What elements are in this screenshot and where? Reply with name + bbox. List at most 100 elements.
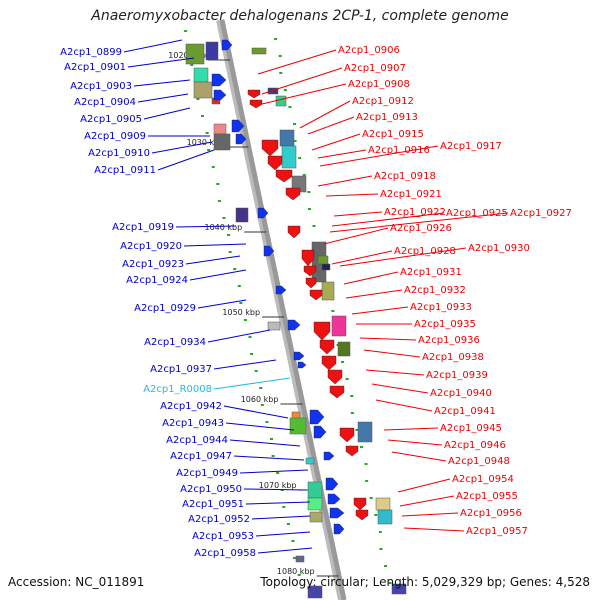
label-leader-line	[359, 337, 417, 341]
label-leader-line	[245, 501, 311, 505]
gene-block	[281, 145, 297, 169]
gene-label: A2cp1_0939	[426, 370, 488, 381]
gene-label: A2cp1_0906	[338, 45, 400, 56]
reverse-gene-arrow	[247, 89, 261, 99]
gene-label: A2cp1_0912	[352, 96, 414, 107]
tick-mark	[286, 523, 290, 525]
reverse-gene-arrow	[287, 225, 301, 239]
tick-mark	[260, 404, 264, 406]
kbp-label: 1040 kbp	[205, 223, 243, 232]
gene-label: A2cp1_0913	[356, 112, 418, 123]
reverse-gene-arrow	[313, 321, 331, 341]
tick-mark	[211, 166, 215, 168]
forward-gene-arrow	[293, 351, 305, 361]
label-leader-line	[333, 211, 383, 217]
gene-label: A2cp1_0937	[150, 364, 212, 375]
gene-label: A2cp1_0919	[112, 222, 174, 233]
kbp-label: 1070 kbp	[259, 481, 297, 490]
gene-label: A2cp1_0950	[180, 484, 242, 495]
kbp-label: 1080 kbp	[277, 567, 315, 576]
gene-block	[193, 67, 209, 83]
forward-gene-arrow	[313, 425, 327, 439]
rna-label: A2cp1_R0008	[143, 384, 212, 395]
label-leader-line	[183, 243, 247, 247]
label-leader-line	[197, 299, 247, 309]
kbp-label: 1050 kbp	[222, 308, 260, 317]
tick-mark	[265, 421, 269, 423]
gene-block	[305, 457, 315, 465]
gene-label: A2cp1_0907	[344, 63, 406, 74]
label-leader-line	[363, 349, 421, 358]
forward-gene-arrow	[235, 133, 247, 145]
label-leader-line	[223, 405, 289, 419]
forward-gene-arrow	[211, 73, 227, 87]
gene-label: A2cp1_0921	[380, 189, 442, 200]
tick-mark	[345, 378, 349, 380]
label-leader-line	[383, 427, 439, 431]
gene-block	[279, 129, 295, 147]
tick-mark	[379, 548, 383, 550]
tick-mark	[350, 412, 354, 414]
tick-mark	[288, 106, 292, 108]
tick-mark	[248, 336, 252, 338]
reverse-gene-arrow	[319, 339, 335, 355]
reverse-gene-arrow	[285, 187, 301, 201]
gene-label: A2cp1_0930	[468, 243, 530, 254]
tick-mark	[243, 319, 247, 321]
gene-block	[391, 583, 407, 595]
tick-mark	[388, 582, 392, 584]
label-leader-line	[351, 306, 409, 315]
label-leader-line	[325, 193, 379, 197]
label-leader-line	[345, 289, 403, 299]
forward-gene-arrow	[327, 493, 341, 505]
tick-mark	[341, 361, 345, 363]
label-leader-line	[143, 107, 191, 120]
tick-mark	[217, 200, 221, 202]
gene-label: A2cp1_0916	[368, 145, 430, 156]
label-leader-line	[189, 269, 247, 281]
gene-label: A2cp1_0904	[74, 97, 136, 108]
tick-mark	[364, 463, 368, 465]
tick-mark	[237, 285, 241, 287]
gene-label: A2cp1_0949	[176, 468, 238, 479]
gene-label: A2cp1_0918	[374, 171, 436, 182]
gene-block	[307, 497, 323, 511]
gene-label: A2cp1_0941	[434, 406, 496, 417]
reverse-gene-arrow	[249, 99, 263, 109]
forward-gene-arrow	[309, 409, 325, 425]
forward-gene-arrow	[325, 477, 339, 491]
tick-mark	[292, 123, 296, 125]
label-leader-line	[331, 212, 445, 227]
label-leader-line	[255, 531, 311, 537]
gene-label: A2cp1_0920	[120, 241, 182, 252]
tick-mark	[350, 395, 354, 397]
label-leader-line	[397, 478, 451, 493]
reverse-gene-arrow	[261, 139, 279, 157]
label-leader-line	[403, 527, 465, 532]
tick-mark	[279, 72, 283, 74]
label-leader-line	[239, 469, 309, 474]
gene-label: A2cp1_0928	[394, 246, 456, 257]
gene-label: A2cp1_0911	[94, 165, 156, 176]
tick-mark	[222, 217, 226, 219]
gene-label: A2cp1_0947	[170, 451, 232, 462]
tick-mark	[312, 225, 316, 227]
tick-mark	[205, 132, 209, 134]
tick-mark	[259, 387, 263, 389]
reverse-gene-arrow	[267, 155, 283, 171]
gene-label: A2cp1_0923	[122, 259, 184, 270]
label-leader-line	[365, 369, 425, 376]
gene-block	[213, 123, 227, 135]
gene-label: A2cp1_0956	[460, 508, 522, 519]
gene-block	[309, 511, 323, 523]
gene-block	[185, 43, 205, 65]
reverse-gene-arrow	[345, 445, 359, 457]
gene-label: A2cp1_0910	[88, 148, 150, 159]
gene-label: A2cp1_0938	[422, 352, 484, 363]
gene-label: A2cp1_0936	[418, 335, 480, 346]
label-leader-line	[157, 149, 215, 171]
gene-label: A2cp1_0922	[384, 207, 446, 218]
label-leader-line	[401, 512, 459, 517]
gene-label: A2cp1_0958	[194, 548, 256, 559]
gene-label: A2cp1_0944	[166, 435, 228, 446]
